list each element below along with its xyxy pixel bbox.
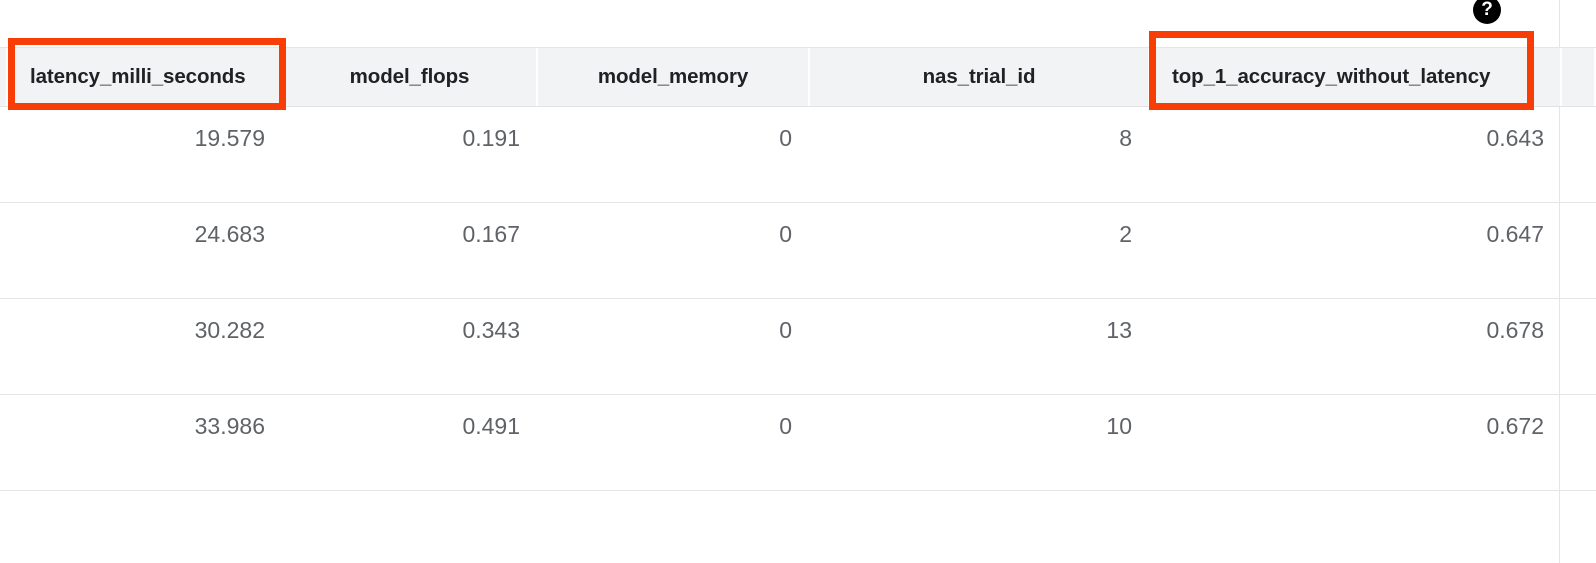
column-header-latency-milli-seconds[interactable]: latency_milli_seconds (8, 48, 283, 106)
cell-overflow (1562, 203, 1596, 221)
row-left-gutter (0, 299, 8, 317)
cell-top-1-accuracy-without-latency: 0.643 (1486, 125, 1544, 151)
row-left-gutter (0, 203, 8, 221)
table-header-row: latency_milli_seconds model_flops model_… (0, 47, 1596, 107)
row-left-gutter (0, 107, 8, 125)
cell-latency-milli-seconds: 30.282 (194, 317, 265, 343)
table-row[interactable]: 19.579 0.191 0 8 0.643 (0, 107, 1596, 203)
metrics-table: latency_milli_seconds model_flops model_… (0, 47, 1596, 563)
table-row[interactable]: 30.282 0.343 0 13 0.678 (0, 299, 1596, 395)
cell-model-memory: 0 (779, 317, 792, 343)
header-left-gutter (0, 48, 8, 106)
cell-top-1-accuracy-without-latency: 0.647 (1486, 221, 1544, 247)
cell-overflow (1562, 107, 1596, 125)
cell-nas-trial-id: 8 (1119, 125, 1132, 151)
cell-model-flops: 0.491 (462, 413, 520, 439)
table-body: 19.579 0.191 0 8 0.643 24.683 0.167 0 2 … (0, 107, 1596, 491)
column-header-overflow[interactable] (1562, 48, 1596, 106)
cell-latency-milli-seconds: 24.683 (194, 221, 265, 247)
cell-latency-milli-seconds: 33.986 (194, 413, 265, 439)
cell-top-1-accuracy-without-latency: 0.672 (1486, 413, 1544, 439)
cell-latency-milli-seconds: 19.579 (194, 125, 265, 151)
cell-model-flops: 0.167 (462, 221, 520, 247)
cell-model-flops: 0.191 (462, 125, 520, 151)
column-header-top-1-accuracy-without-latency[interactable]: top_1_accuracy_without_latency (1150, 48, 1562, 106)
cell-nas-trial-id: 2 (1119, 221, 1132, 247)
table-row[interactable]: 24.683 0.167 0 2 0.647 (0, 203, 1596, 299)
cell-nas-trial-id: 13 (1106, 317, 1132, 343)
help-icon[interactable]: ? (1473, 0, 1501, 24)
column-header-nas-trial-id[interactable]: nas_trial_id (810, 48, 1150, 106)
column-divider-right (1559, 107, 1560, 563)
column-divider-right-top (1559, 0, 1560, 47)
cell-overflow (1562, 395, 1596, 413)
cell-model-memory: 0 (779, 125, 792, 151)
cell-model-flops: 0.343 (462, 317, 520, 343)
cell-model-memory: 0 (779, 221, 792, 247)
column-header-model-memory[interactable]: model_memory (538, 48, 810, 106)
row-left-gutter (0, 395, 8, 413)
cell-overflow (1562, 299, 1596, 317)
table-row[interactable]: 33.986 0.491 0 10 0.672 (0, 395, 1596, 491)
cell-nas-trial-id: 10 (1106, 413, 1132, 439)
cell-top-1-accuracy-without-latency: 0.678 (1486, 317, 1544, 343)
column-header-model-flops[interactable]: model_flops (283, 48, 538, 106)
cell-model-memory: 0 (779, 413, 792, 439)
